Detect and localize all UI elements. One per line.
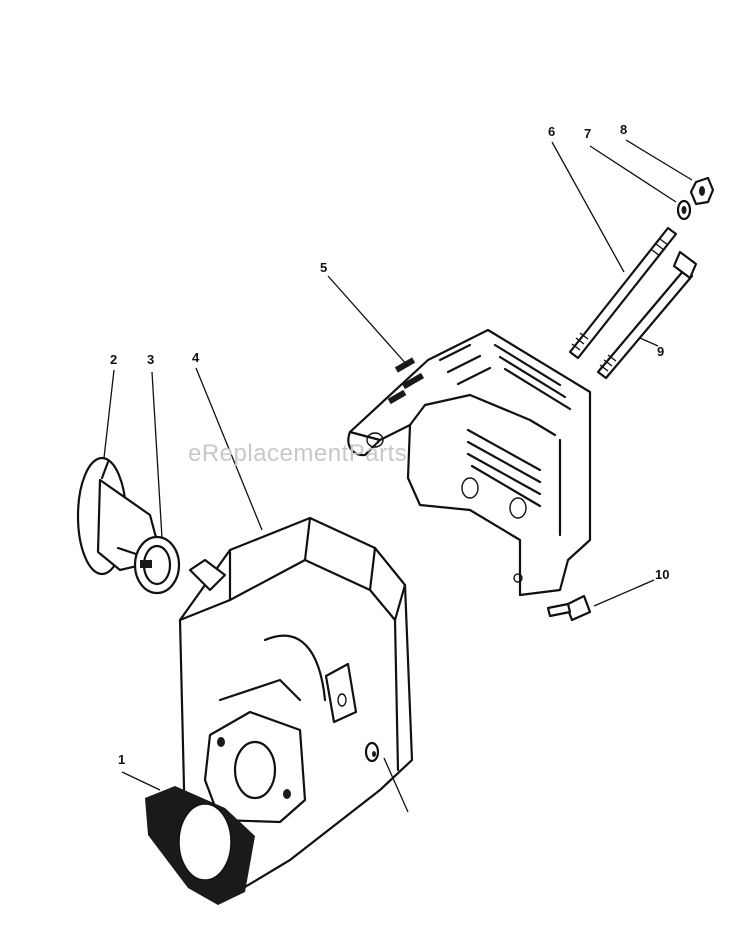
callout-10: 10 [655,567,669,582]
callout-8: 8 [620,122,627,137]
callout-9: 9 [657,344,664,359]
callout-5: 5 [320,260,327,275]
callout-6: 6 [548,124,555,139]
part-8-nut [689,176,715,206]
watermark: eReplacementParts [188,440,408,467]
callout-7: 7 [584,126,591,141]
part-3-clamp [133,535,181,595]
leader-lines [103,139,693,813]
part-9-bolt [596,250,698,380]
callout-4: 4 [192,350,200,365]
part-10-screw [546,594,592,622]
callout-1: 1 [118,752,125,767]
part-2-arrestor [76,456,164,576]
part-1-gasket [145,786,255,905]
part-6-bolt [568,226,678,360]
part-5-heat-shield [347,328,592,597]
callout-labels: 1 2 3 4 5 6 7 8 9 10 [110,122,669,767]
callout-2: 2 [110,352,117,367]
part-4-muffler [178,516,414,892]
part-7-washer [676,199,692,221]
callout-3: 3 [147,352,154,367]
